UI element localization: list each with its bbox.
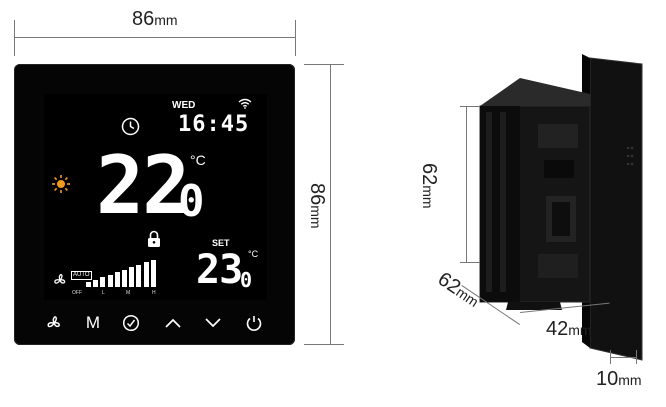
fan-icon bbox=[47, 316, 60, 328]
fan-speed-bar bbox=[129, 267, 135, 287]
fan-speed-bar bbox=[136, 264, 142, 287]
timer-button[interactable] bbox=[120, 312, 142, 334]
fan-speed-bar bbox=[86, 282, 91, 287]
lock-icon bbox=[148, 230, 160, 247]
clock-icon bbox=[121, 117, 140, 136]
current-temperature-decimal: 0 bbox=[178, 176, 205, 227]
mode-button[interactable]: M bbox=[82, 312, 104, 334]
set-label: SET bbox=[212, 238, 230, 248]
front-width-label: 86mm bbox=[128, 8, 182, 31]
power-button[interactable] bbox=[243, 312, 265, 334]
set-temperature-unit: °C bbox=[248, 249, 259, 259]
thermostat-side-view bbox=[479, 54, 643, 361]
current-temperature-unit: °C bbox=[190, 152, 206, 168]
fan-speed-bar bbox=[107, 274, 113, 287]
fan-level-off: OFF bbox=[72, 290, 82, 296]
decrease-button[interactable] bbox=[202, 312, 224, 334]
fan-speed-bar bbox=[150, 260, 156, 287]
fan-speed-bar bbox=[93, 279, 99, 287]
timer-icon bbox=[122, 314, 140, 332]
mode-button-label: M bbox=[85, 313, 101, 332]
increase-button[interactable] bbox=[162, 312, 184, 334]
fan-speed-bar bbox=[114, 272, 120, 287]
set-temperature-integer: 23 bbox=[196, 247, 243, 293]
fan-button[interactable] bbox=[43, 312, 65, 334]
chevron-down-icon bbox=[205, 318, 221, 328]
front-height-label: 86mm bbox=[305, 180, 328, 232]
back-height-label: 62mm bbox=[417, 160, 440, 212]
fan-speed-bar bbox=[100, 277, 106, 287]
clock-time-display: 16:45 bbox=[178, 112, 250, 137]
fan-level-medium: M bbox=[126, 290, 131, 296]
depth-label: 42mm bbox=[546, 318, 592, 340]
chevron-up-icon bbox=[165, 318, 181, 328]
fan-level-low: L bbox=[102, 290, 105, 296]
current-temperature-integer: 22 bbox=[96, 139, 190, 232]
fan-auto-badge: AUTO bbox=[71, 271, 92, 280]
power-icon bbox=[246, 316, 262, 331]
set-temperature-decimal: 0 bbox=[240, 268, 253, 292]
fan-speed-bar bbox=[122, 269, 127, 287]
sun-heating-icon bbox=[52, 175, 70, 193]
plate-thickness-label: 10mm bbox=[596, 368, 642, 390]
fan-icon bbox=[54, 273, 66, 284]
wifi-icon bbox=[238, 98, 252, 109]
fan-level-high: H bbox=[152, 290, 156, 296]
fan-speed-bar bbox=[143, 262, 149, 287]
weekday-display: WED bbox=[172, 100, 196, 111]
